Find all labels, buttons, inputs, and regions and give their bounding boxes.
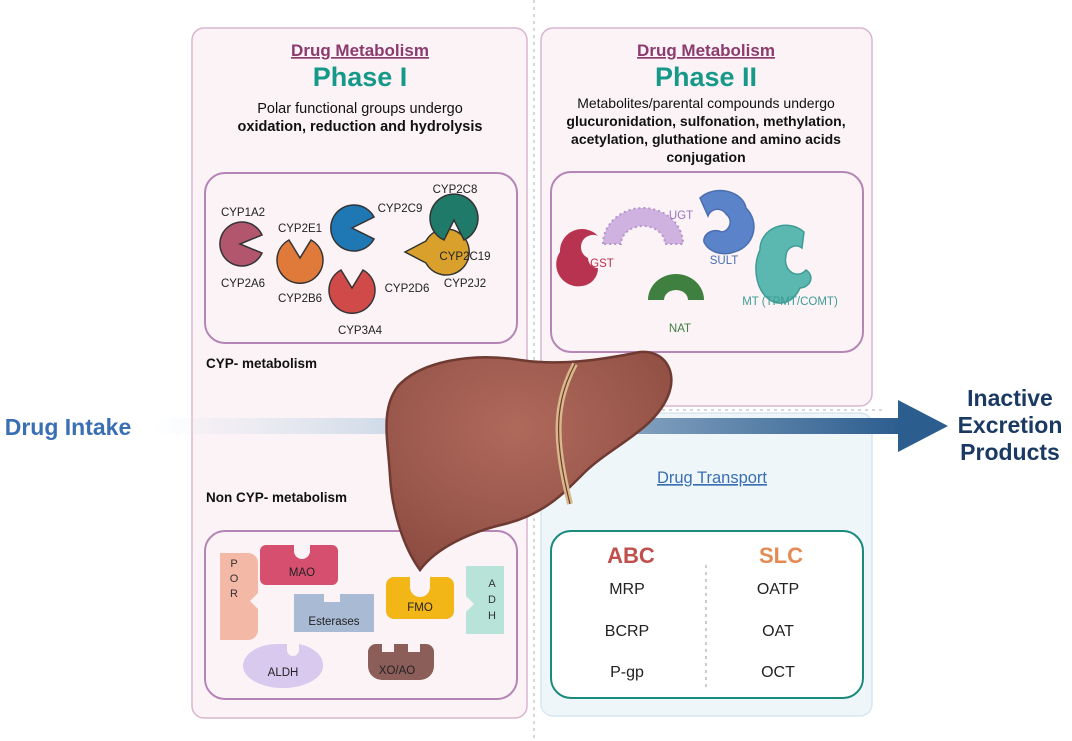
mt-enzyme-shape xyxy=(755,224,812,304)
cyp-label-cyp1a2: CYP1A2 xyxy=(221,207,265,219)
output-label-line3: Products xyxy=(960,439,1060,465)
cyp-label-cyp2c9: CYP2C9 xyxy=(378,203,423,215)
slc-title: SLC xyxy=(759,543,803,568)
slc-item-oat: OAT xyxy=(762,623,794,640)
liver-illustration xyxy=(385,350,673,573)
drug-intake-label: Drug Intake xyxy=(5,414,132,440)
cyp-label-cyp2d6: CYP2D6 xyxy=(385,283,430,295)
phase2-desc-line3: acetylation, gluthatione and amino acids xyxy=(571,131,841,147)
cyp-label-cyp2c8: CYP2C8 xyxy=(433,184,478,196)
phase2-heading: Drug Metabolism xyxy=(637,41,775,60)
aldh-label: ALDH xyxy=(268,667,299,679)
output-label-line1: Inactive xyxy=(967,385,1053,411)
cyp-label-cyp2j2: CYP2J2 xyxy=(444,278,486,290)
cyp-label-cyp2e1: CYP2E1 xyxy=(278,223,322,235)
cyp-label-cyp2c19: CYP2C19 xyxy=(439,251,490,263)
abc-title: ABC xyxy=(607,543,655,568)
phase2-desc-line2: glucuronidation, sulfonation, methylatio… xyxy=(566,113,845,129)
phase1-desc-line1: Polar functional groups undergo xyxy=(257,101,463,117)
abc-item-pgp: P-gp xyxy=(610,664,644,681)
cyp-enzyme-shape-cyp2c8 xyxy=(429,193,479,241)
nat-enzyme-shape xyxy=(648,274,704,300)
abc-item-mrp: MRP xyxy=(609,581,645,598)
sult-enzyme-shape xyxy=(699,189,755,255)
cyp-label-cyp2a6: CYP2A6 xyxy=(221,278,265,290)
esterases-label: Esterases xyxy=(308,616,359,628)
sult-label: SULT xyxy=(710,255,739,267)
cyp-enzyme-shape-cyp3a4 xyxy=(328,268,376,314)
esterases-enzyme-shape xyxy=(294,594,374,632)
cyp-enzyme-shape-cyp2b6 xyxy=(276,238,324,284)
abc-item-bcrp: BCRP xyxy=(605,623,649,640)
aldh-enzyme-shape xyxy=(243,644,324,688)
cyp-label-cyp3a4: CYP3A4 xyxy=(338,325,383,337)
cyp-label-cyp2b6: CYP2B6 xyxy=(278,293,322,305)
mao-label: MAO xyxy=(289,567,315,579)
phase2-title: Phase II xyxy=(655,62,757,92)
flow-arrow-head xyxy=(898,400,948,452)
mt-label: MT (TPMT/COMT) xyxy=(742,296,838,308)
fmo-enzyme-shape xyxy=(386,577,454,619)
phase1-heading: Drug Metabolism xyxy=(291,41,429,60)
ugt-label: UGT xyxy=(669,210,693,222)
por-enzyme-shape xyxy=(220,553,258,640)
adh-letter-d: D xyxy=(488,594,496,606)
output-label-line2: Excretion xyxy=(958,412,1063,438)
noncyp-section-label: Non CYP- metabolism xyxy=(206,490,347,505)
por-letter-p: P xyxy=(230,558,237,570)
cyp-enzyme-shape-cyp1a2 xyxy=(219,221,264,267)
por-letter-o: O xyxy=(230,573,239,585)
cyp-section-label: CYP- metabolism xyxy=(206,356,317,371)
slc-item-oatp: OATP xyxy=(757,581,799,598)
xo-ao-enzyme-shape xyxy=(368,644,434,680)
adh-letter-h: H xyxy=(488,610,496,622)
adh-letter-a: A xyxy=(488,578,496,590)
xo-ao-label: XO/AO xyxy=(379,665,415,677)
gst-enzyme-shape xyxy=(556,229,599,287)
phase2-desc-line4: conjugation xyxy=(666,149,745,165)
gst-label: GST xyxy=(590,258,614,270)
cyp-enzyme-shape-cyp2c9 xyxy=(330,204,376,252)
ugt-enzyme-shape xyxy=(601,207,685,245)
nat-label: NAT xyxy=(669,323,691,335)
por-letter-r: R xyxy=(230,588,238,600)
phase1-title: Phase I xyxy=(313,62,408,92)
phase1-desc-line2: oxidation, reduction and hydrolysis xyxy=(238,119,483,135)
fmo-label: FMO xyxy=(407,602,433,614)
mao-enzyme-shape xyxy=(260,545,338,585)
adh-enzyme-shape xyxy=(466,566,504,634)
slc-item-oct: OCT xyxy=(761,664,795,681)
transporter-box xyxy=(550,530,864,699)
transport-heading: Drug Transport xyxy=(657,469,767,487)
phase2-desc-line1: Metabolites/parental compounds undergo xyxy=(577,95,835,111)
